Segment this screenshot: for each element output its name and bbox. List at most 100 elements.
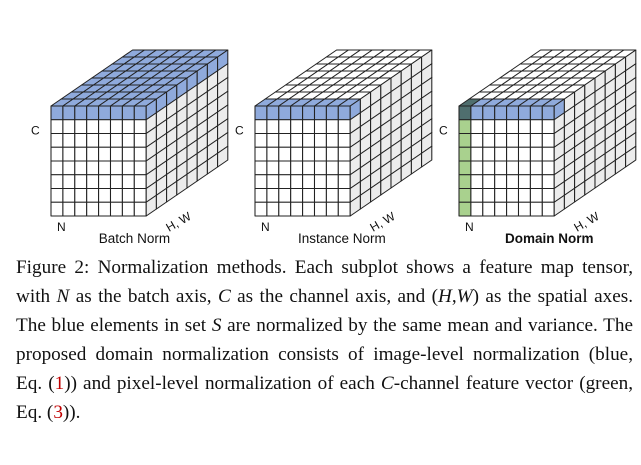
- tensor-front-cell: [517, 132, 531, 148]
- equation-ref-3[interactable]: 3: [53, 402, 63, 423]
- tensor-front-cell: [278, 187, 292, 203]
- tensor-front-cell: [506, 105, 520, 121]
- tensor-front-cell: [494, 132, 508, 148]
- tensor-front-cell: [313, 132, 327, 148]
- tensor-front-cell: [313, 146, 327, 162]
- tensor-front-cell: [458, 160, 472, 176]
- tensor-front-cell: [541, 132, 555, 148]
- tensor-front-cell: [290, 146, 304, 162]
- tensor-front-cell: [98, 201, 112, 217]
- tensor-front-cell: [266, 105, 280, 121]
- tensor-front-cell: [482, 132, 496, 148]
- tensor-front-cell: [494, 119, 508, 135]
- tensor-front-cell: [266, 132, 280, 148]
- tensor-front-cell: [470, 187, 484, 203]
- tensor-front-cell: [541, 187, 555, 203]
- tensor-front-cell: [290, 105, 304, 121]
- tensor-front-cell: [541, 119, 555, 135]
- tensor-front-cell: [529, 105, 543, 121]
- tensor-front-cell: [109, 132, 123, 148]
- tensor-front-cell: [541, 174, 555, 190]
- tensor-front-cell: [302, 105, 316, 121]
- tensor-side-cell: [217, 145, 229, 168]
- tensor-front-cell: [302, 132, 316, 148]
- tensor-front-cell: [278, 201, 292, 217]
- tensor-front-cell: [278, 132, 292, 148]
- tensor-front-cell: [482, 160, 496, 176]
- tensor-front-cell: [266, 174, 280, 190]
- tensor-front-cell: [302, 119, 316, 135]
- tensor-front-cell: [86, 105, 100, 121]
- tensor-front-cell: [517, 174, 531, 190]
- tensor-front-cell: [133, 174, 147, 190]
- tensor-front-cell: [133, 187, 147, 203]
- tensor-front-cell: [325, 146, 339, 162]
- tensor-front-cell: [133, 201, 147, 217]
- tensor-front-cell: [254, 187, 268, 203]
- tensor-front-cell: [121, 119, 135, 135]
- tensor-front-cell: [109, 146, 123, 162]
- tensor-front-cell: [50, 187, 64, 203]
- tensor-front-cell: [86, 132, 100, 148]
- tensor-front-cell: [494, 174, 508, 190]
- tensor-front-cell: [266, 146, 280, 162]
- tensor-front-cell: [109, 105, 123, 121]
- tensor-front-cell: [121, 201, 135, 217]
- figure-caption: Figure 2: Normalization methods. Each su…: [16, 257, 634, 423]
- tensor-front-cell: [254, 174, 268, 190]
- figure-label: Figure 2:: [16, 257, 90, 278]
- tensor-front-cell: [109, 174, 123, 190]
- tensor-front-cell: [74, 174, 88, 190]
- tensor-front-cell: [266, 187, 280, 203]
- tensor-front-cell: [313, 105, 327, 121]
- tensor-front-cell: [266, 119, 280, 135]
- tensor-front-cell: [254, 105, 268, 121]
- tensor-front-cell: [506, 187, 520, 203]
- panel-title: Instance Norm: [298, 231, 386, 246]
- tensor-front-cell: [325, 174, 339, 190]
- tensor-front-cell: [313, 187, 327, 203]
- tensor-front-cell: [482, 105, 496, 121]
- tensor-front-cell: [529, 201, 543, 217]
- tensor-front-cell: [517, 187, 531, 203]
- tensor-front-cell: [98, 105, 112, 121]
- tensor-front-cell: [494, 160, 508, 176]
- tensor-front-cell: [133, 119, 147, 135]
- tensor-front-cell: [278, 174, 292, 190]
- tensor-front-cell: [506, 174, 520, 190]
- tensor-front-cell: [50, 146, 64, 162]
- tensor-front-cell: [133, 105, 147, 121]
- tensor-front-cell: [313, 174, 327, 190]
- tensor-front-cell: [529, 187, 543, 203]
- tensor-front-cell: [121, 132, 135, 148]
- tensor-front-cell: [313, 160, 327, 176]
- tensor-front-cell: [302, 201, 316, 217]
- tensor-front-cell: [458, 105, 472, 121]
- tensor-front-cell: [337, 132, 351, 148]
- tensor-front-cell: [494, 187, 508, 203]
- batch-axis-label: N: [57, 220, 66, 234]
- tensor-front-cell: [278, 119, 292, 135]
- tensor-front-cell: [109, 160, 123, 176]
- tensor-front-cell: [506, 132, 520, 148]
- tensor-front-cell: [313, 119, 327, 135]
- tensor-front-cell: [529, 132, 543, 148]
- tensor-front-cell: [62, 187, 76, 203]
- tensor-front-cell: [506, 201, 520, 217]
- tensor-front-cell: [98, 146, 112, 162]
- tensor-front-cell: [74, 160, 88, 176]
- tensor-front-cell: [86, 146, 100, 162]
- tensor-front-cell: [458, 146, 472, 162]
- tensor-front-cell: [541, 201, 555, 217]
- tensor-front-cell: [86, 187, 100, 203]
- equation-ref-1[interactable]: 1: [54, 373, 65, 394]
- tensor-front-cell: [325, 201, 339, 217]
- tensor-side-cell: [625, 145, 637, 168]
- tensor-front-cell: [517, 146, 531, 162]
- tensor-front-cell: [62, 160, 76, 176]
- tensor-front-cell: [98, 119, 112, 135]
- tensor-front-cell: [109, 187, 123, 203]
